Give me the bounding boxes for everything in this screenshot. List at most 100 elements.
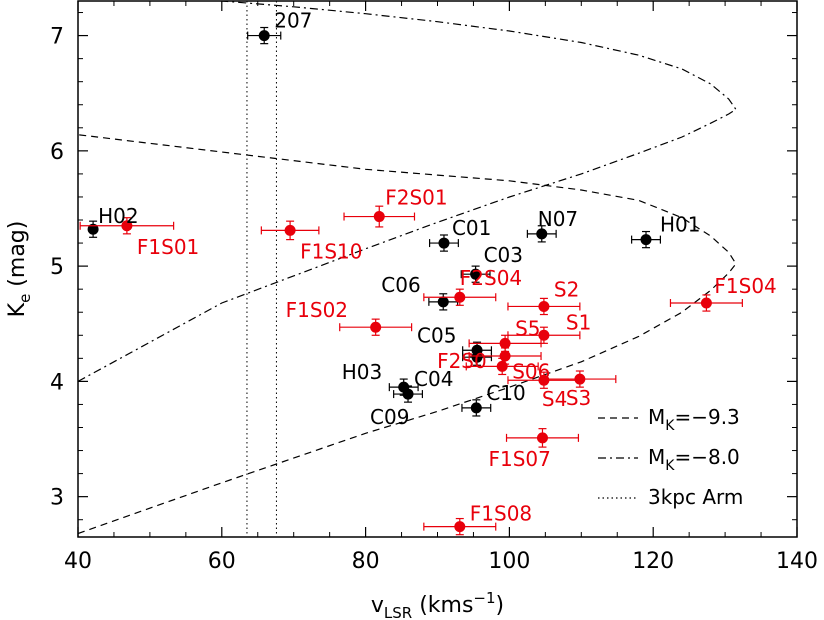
data-point <box>343 205 416 228</box>
data-point <box>460 265 491 283</box>
y-axis-title: Ke (mag) <box>5 221 34 318</box>
curve-dashdot <box>78 1 737 382</box>
point-marker <box>284 224 296 236</box>
data-point <box>505 428 580 448</box>
x-axis-title-main: v <box>371 593 384 618</box>
legend-label-main: M <box>648 405 665 429</box>
data-point <box>339 318 413 336</box>
data-point <box>543 370 617 388</box>
x-tick-label: 100 <box>488 549 530 574</box>
point-label: S5 <box>515 316 540 340</box>
data-point <box>526 225 557 243</box>
legend-entry: MK=−8.0 <box>598 445 740 474</box>
x-tick-label: 40 <box>64 549 92 574</box>
data-point <box>393 385 424 403</box>
point-label: F1S07 <box>488 447 550 471</box>
y-axis-title-main: K <box>5 302 30 317</box>
point-label: C01 <box>452 216 491 240</box>
data-point <box>247 26 282 45</box>
point-marker <box>536 228 548 240</box>
x-axis-title-sup: −1 <box>473 589 495 607</box>
point-marker <box>640 234 652 246</box>
point-label: S06 <box>512 359 550 383</box>
point-label: F2S04 <box>460 266 522 290</box>
legend-entry: MK=−9.3 <box>598 405 740 434</box>
legend-label: MK=−9.3 <box>648 405 740 434</box>
point-label: C03 <box>484 243 523 267</box>
data-point <box>79 217 175 235</box>
point-marker <box>536 432 548 444</box>
plot-area <box>78 1 743 537</box>
y-tick-label: 4 <box>50 370 64 395</box>
point-marker <box>499 337 511 349</box>
point-marker <box>258 30 270 42</box>
data-point <box>465 357 539 376</box>
x-axis-title: vLSR (kms−1) <box>371 589 504 620</box>
point-marker <box>471 351 483 363</box>
data-point <box>507 297 581 316</box>
legend-label-suffix: =−8.0 <box>674 445 739 469</box>
x-tick-label: 80 <box>352 549 380 574</box>
data-point <box>423 288 497 306</box>
y-tick-label: 6 <box>50 140 64 165</box>
point-label: F1S01 <box>137 235 199 259</box>
point-label: F1S10 <box>300 239 362 263</box>
point-label: C05 <box>417 323 456 347</box>
data-point <box>462 348 493 366</box>
point-marker <box>538 300 550 312</box>
point-label: C10 <box>486 381 525 405</box>
point-label: F1S02 <box>286 298 348 322</box>
point-label: C06 <box>381 273 420 297</box>
point-label: H02 <box>98 204 139 228</box>
data-point <box>461 399 492 417</box>
y-tick-label: 3 <box>50 486 64 511</box>
data-point <box>87 220 99 238</box>
axis-titles: vLSR (kms−1) Ke (mag) <box>5 221 504 620</box>
axis-ticks <box>77 1 798 537</box>
point-marker <box>538 329 550 341</box>
point-label: F1S08 <box>470 502 532 526</box>
data-point <box>428 234 459 252</box>
series-0 <box>87 26 661 417</box>
point-label: C09 <box>370 405 409 429</box>
data-point <box>428 293 459 311</box>
point-marker <box>87 223 99 235</box>
legend-label: 3kpc Arm <box>648 485 743 509</box>
point-marker <box>700 297 712 309</box>
y-tick-label: 7 <box>50 25 64 50</box>
legend-entry: 3kpc Arm <box>598 485 743 509</box>
legend-label: MK=−8.0 <box>648 445 740 474</box>
point-marker <box>373 211 385 223</box>
point-label: S3 <box>566 386 591 410</box>
y-axis-title-unit: (mag) <box>5 221 30 294</box>
x-axis-title-unit: (kms <box>412 593 473 618</box>
point-marker <box>470 268 482 280</box>
legend-label-main: 3kpc Arm <box>648 485 743 509</box>
legend-label-sub: K <box>665 418 675 434</box>
point-marker <box>574 373 586 385</box>
point-marker <box>454 521 466 533</box>
legend-label-sub: K <box>665 458 675 474</box>
point-label: S4 <box>542 387 567 411</box>
point-label: F1S04 <box>714 274 776 298</box>
point-marker <box>437 296 449 308</box>
data-point <box>669 294 743 312</box>
point-marker <box>454 291 466 303</box>
point-label: 207 <box>274 9 312 33</box>
point-label: N07 <box>538 207 578 231</box>
point-marker <box>499 350 511 362</box>
point-marker <box>496 360 508 372</box>
point-label: S1 <box>566 310 591 334</box>
point-label: S2 <box>554 277 579 301</box>
series-1 <box>79 205 743 536</box>
data-point <box>631 230 661 249</box>
x-tick-label: 60 <box>208 549 236 574</box>
point-marker <box>402 388 414 400</box>
point-marker <box>470 402 482 414</box>
data-point <box>507 326 581 344</box>
x-tick-label: 140 <box>776 549 818 574</box>
point-label: H03 <box>342 360 383 384</box>
